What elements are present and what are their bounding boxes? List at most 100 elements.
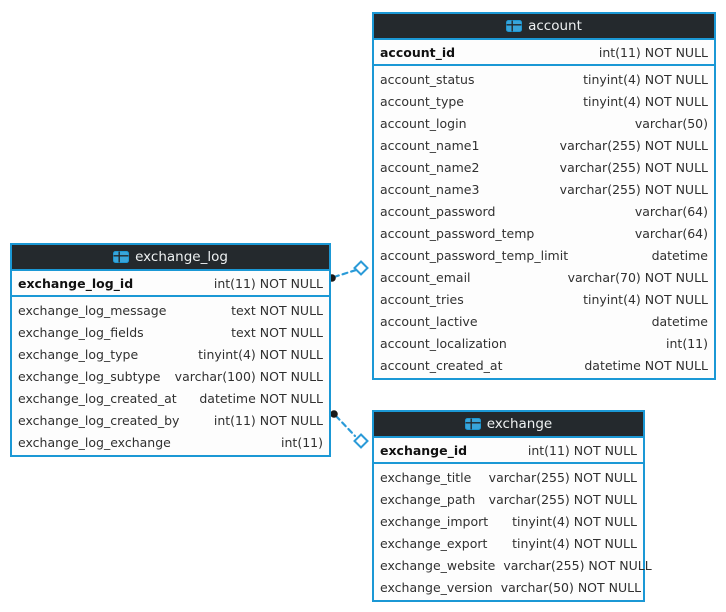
- column-row: account_name1 varchar(255) NOT NULL: [374, 134, 714, 156]
- column-name: exchange_version: [380, 579, 493, 595]
- table-exchange_log[interactable]: exchange_log exchange_log_id int(11) NOT…: [10, 243, 331, 457]
- column-name: account_email: [380, 269, 471, 285]
- column-row: exchange_log_fields text NOT NULL: [12, 321, 329, 343]
- column-type: tinyint(4) NOT NULL: [583, 291, 708, 307]
- column-row: account_name2 varchar(255) NOT NULL: [374, 156, 714, 178]
- table-header[interactable]: account: [374, 14, 714, 40]
- column-name: account_lactive: [380, 313, 478, 329]
- table-title: account: [528, 18, 582, 34]
- column-type: varchar(255) NOT NULL: [559, 181, 708, 197]
- column-name: account_password_temp: [380, 225, 535, 241]
- column-row: account_type tinyint(4) NOT NULL: [374, 90, 714, 112]
- column-type: tinyint(4) NOT NULL: [583, 71, 708, 87]
- column-type: varchar(255) NOT NULL: [559, 137, 708, 153]
- column-name: exchange_title: [380, 469, 472, 485]
- relationship-line[interactable]: [334, 414, 357, 438]
- column-row: exchange_website varchar(255) NOT NULL: [374, 554, 652, 576]
- column-name: exchange_id: [380, 442, 468, 458]
- column-row: account_tries tinyint(4) NOT NULL: [374, 288, 714, 310]
- column-name: account_type: [380, 93, 464, 109]
- column-name: account_login: [380, 115, 467, 131]
- column-type: varchar(100) NOT NULL: [174, 368, 323, 384]
- column-name: account_localization: [380, 335, 507, 351]
- table-title: exchange: [486, 416, 553, 432]
- column-name: exchange_export: [380, 535, 488, 551]
- column-type: text NOT NULL: [231, 324, 323, 340]
- table-account[interactable]: account account_id int(11) NOT NULL acco…: [372, 12, 716, 380]
- primary-key-row: exchange_id int(11) NOT NULL: [374, 438, 643, 464]
- column-type: varchar(255) NOT NULL: [488, 491, 637, 507]
- column-name: account_password: [380, 203, 496, 219]
- column-row: account_created_at datetime NOT NULL: [374, 354, 714, 376]
- column-name: account_status: [380, 71, 475, 87]
- column-rows: exchange_log_message text NOT NULL excha…: [12, 297, 329, 455]
- column-name: account_name1: [380, 137, 480, 153]
- column-type: varchar(50) NOT NULL: [500, 579, 642, 595]
- column-name: account_password_temp_limit: [380, 247, 569, 263]
- table-icon: [113, 251, 130, 263]
- column-type: varchar(255) NOT NULL: [503, 557, 652, 573]
- column-type: tinyint(4) NOT NULL: [198, 346, 323, 362]
- connector-dot: [330, 410, 338, 418]
- column-name: account_created_at: [380, 357, 503, 373]
- column-name: exchange_log_message: [18, 302, 167, 318]
- connector-diamond: [353, 433, 369, 449]
- column-row: exchange_path varchar(255) NOT NULL: [374, 488, 643, 510]
- table-icon: [464, 418, 481, 430]
- column-name: exchange_log_type: [18, 346, 139, 362]
- column-row: exchange_log_message text NOT NULL: [12, 299, 329, 321]
- column-row: account_password varchar(64): [374, 200, 714, 222]
- column-row: exchange_log_created_by int(11) NOT NULL: [12, 409, 329, 431]
- column-name: exchange_log_fields: [18, 324, 144, 340]
- column-type: varchar(50): [634, 115, 708, 131]
- column-type: datetime: [651, 313, 708, 329]
- column-row: exchange_title varchar(255) NOT NULL: [374, 466, 643, 488]
- table-exchange[interactable]: exchange exchange_id int(11) NOT NULL ex…: [372, 410, 652, 602]
- column-row: exchange_log_subtype varchar(100) NOT NU…: [12, 365, 329, 387]
- column-type: varchar(64): [634, 225, 708, 241]
- column-row: exchange_export tinyint(4) NOT NULL: [374, 532, 643, 554]
- column-type: int(11) NOT NULL: [213, 275, 323, 291]
- column-row: account_password_temp_limit datetime: [374, 244, 714, 266]
- column-type: datetime NOT NULL: [584, 357, 708, 373]
- table-header[interactable]: exchange: [374, 412, 643, 438]
- column-row: account_email varchar(70) NOT NULL: [374, 266, 714, 288]
- column-type: varchar(70) NOT NULL: [567, 269, 708, 285]
- column-type: varchar(255) NOT NULL: [559, 159, 708, 175]
- column-row: exchange_log_created_at datetime NOT NUL…: [12, 387, 329, 409]
- column-name: exchange_website: [380, 557, 496, 573]
- connector-diamond: [353, 260, 369, 276]
- column-rows: account_status tinyint(4) NOT NULL accou…: [374, 66, 714, 378]
- column-type: int(11) NOT NULL: [527, 442, 637, 458]
- table-icon: [506, 20, 523, 32]
- primary-key-row: account_id int(11) NOT NULL: [374, 40, 714, 66]
- table-header[interactable]: exchange_log: [12, 245, 329, 271]
- column-type: datetime NOT NULL: [199, 390, 323, 406]
- column-rows: exchange_title varchar(255) NOT NULL exc…: [374, 464, 652, 600]
- column-type: varchar(255) NOT NULL: [488, 469, 637, 485]
- column-row: account_name3 varchar(255) NOT NULL: [374, 178, 714, 200]
- column-type: text NOT NULL: [231, 302, 323, 318]
- column-row: account_localization int(11): [374, 332, 714, 354]
- column-type: int(11) NOT NULL: [598, 44, 708, 60]
- column-type: tinyint(4) NOT NULL: [512, 513, 637, 529]
- column-name: exchange_import: [380, 513, 489, 529]
- connector-exchange_log-account[interactable]: [328, 260, 369, 282]
- column-row: account_password_temp varchar(64): [374, 222, 714, 244]
- column-name: exchange_log_created_at: [18, 390, 177, 406]
- column-row: account_status tinyint(4) NOT NULL: [374, 68, 714, 90]
- column-name: exchange_log_exchange: [18, 434, 171, 450]
- column-type: tinyint(4) NOT NULL: [512, 535, 637, 551]
- column-row: account_lactive datetime: [374, 310, 714, 332]
- column-name: account_name2: [380, 159, 480, 175]
- table-title: exchange_log: [135, 249, 228, 265]
- column-row: exchange_log_type tinyint(4) NOT NULL: [12, 343, 329, 365]
- connector-exchange_log-exchange[interactable]: [330, 410, 369, 449]
- column-name: account_tries: [380, 291, 464, 307]
- column-type: datetime: [651, 247, 708, 263]
- column-row: account_login varchar(50): [374, 112, 714, 134]
- column-name: exchange_log_created_by: [18, 412, 180, 428]
- column-name: exchange_log_id: [18, 275, 134, 291]
- relationship-line[interactable]: [332, 268, 358, 279]
